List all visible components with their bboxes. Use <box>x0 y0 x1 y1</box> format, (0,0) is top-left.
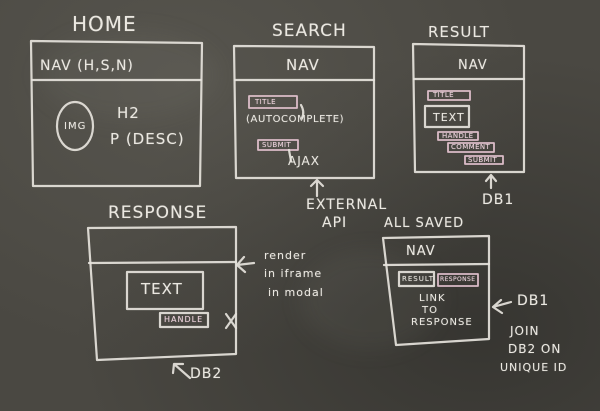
home-nav-label: NAV (H,S,N) <box>40 58 134 74</box>
join-note-line2: DB2 ON <box>508 342 562 356</box>
result-wireframe <box>411 42 526 190</box>
response-text-box <box>125 270 205 311</box>
response-db-label: DB2 <box>190 366 223 382</box>
home-wireframe <box>29 39 204 188</box>
response-text-label: TEXT <box>141 280 183 298</box>
result-comment-box <box>447 142 495 153</box>
search-nav-label: NAV <box>286 56 320 74</box>
home-image-oval <box>55 100 95 152</box>
home-h2-label: H2 <box>117 104 140 122</box>
join-note-line1: JOIN <box>510 324 540 338</box>
search-frame <box>232 44 376 180</box>
response-handle-box <box>158 311 210 329</box>
result-frame <box>411 42 526 174</box>
external-api-arrow <box>309 178 325 198</box>
search-wireframe <box>232 44 376 198</box>
result-submit-label: SUBMIT <box>468 156 498 164</box>
response-db-arrow <box>171 362 192 380</box>
home-desc-label: P (DESC) <box>110 130 185 148</box>
result-text-label: TEXT <box>433 111 465 124</box>
search-title-field: TITLE <box>255 98 276 106</box>
saved-wireframe <box>381 234 513 347</box>
result-handle-label: HANDLE <box>442 132 474 140</box>
search-submit-box <box>257 139 299 151</box>
response-handle-label: HANDLE <box>164 315 204 324</box>
saved-result-box <box>397 270 436 288</box>
external-api-label-line2: API <box>322 215 348 231</box>
submit-to-ajax-line <box>287 148 293 163</box>
result-submit-box <box>464 155 504 165</box>
home-title: HOME <box>72 12 137 36</box>
result-nav-label: NAV <box>458 58 488 73</box>
response-wireframe <box>86 225 256 380</box>
search-arrow <box>299 103 305 120</box>
home-frame <box>29 39 204 188</box>
result-title-box <box>427 90 471 101</box>
saved-nav-divider <box>382 262 491 267</box>
saved-result-label: RESULT <box>402 275 435 283</box>
result-comment-label: COMMENT <box>451 143 491 151</box>
home-image-label: IMG <box>64 121 87 132</box>
result-title-field: TITLE <box>433 91 454 99</box>
response-close-x <box>224 312 238 330</box>
response-divider <box>87 260 238 265</box>
saved-link-line1: LINK <box>419 293 446 304</box>
result-db-arrow <box>484 173 498 190</box>
saved-db-label: DB1 <box>517 293 550 309</box>
join-note-line3: UNIQUE ID <box>500 361 568 374</box>
response-title: RESPONSE <box>108 203 208 223</box>
result-text-box <box>423 104 471 129</box>
render-arrow <box>235 255 256 274</box>
saved-title: ALL SAVED <box>384 216 465 231</box>
render-note-line3: in modal <box>268 286 324 299</box>
search-ajax-label: AJAX <box>288 154 320 168</box>
saved-link-line3: RESPONSE <box>411 317 473 328</box>
search-autocomplete-label: (AUTOCOMPLETE) <box>246 114 345 125</box>
search-submit-label: SUBMIT <box>262 141 292 149</box>
search-title: SEARCH <box>272 21 347 41</box>
saved-nav-label: NAV <box>406 244 436 259</box>
search-title-box <box>248 95 298 109</box>
result-db-label: DB1 <box>482 192 515 208</box>
result-handle-box <box>437 131 479 141</box>
saved-link-line2: TO <box>422 305 438 316</box>
response-frame <box>86 225 238 362</box>
saved-db-arrow <box>491 298 513 315</box>
saved-frame <box>381 234 491 347</box>
external-api-label-line1: EXTERNAL <box>306 197 388 213</box>
saved-response-label: RESPONSE <box>440 276 476 283</box>
render-note-line1: render <box>264 249 307 262</box>
saved-response-box <box>437 273 479 287</box>
render-note-line2: in iframe <box>264 267 323 280</box>
result-title: RESULT <box>428 23 490 41</box>
